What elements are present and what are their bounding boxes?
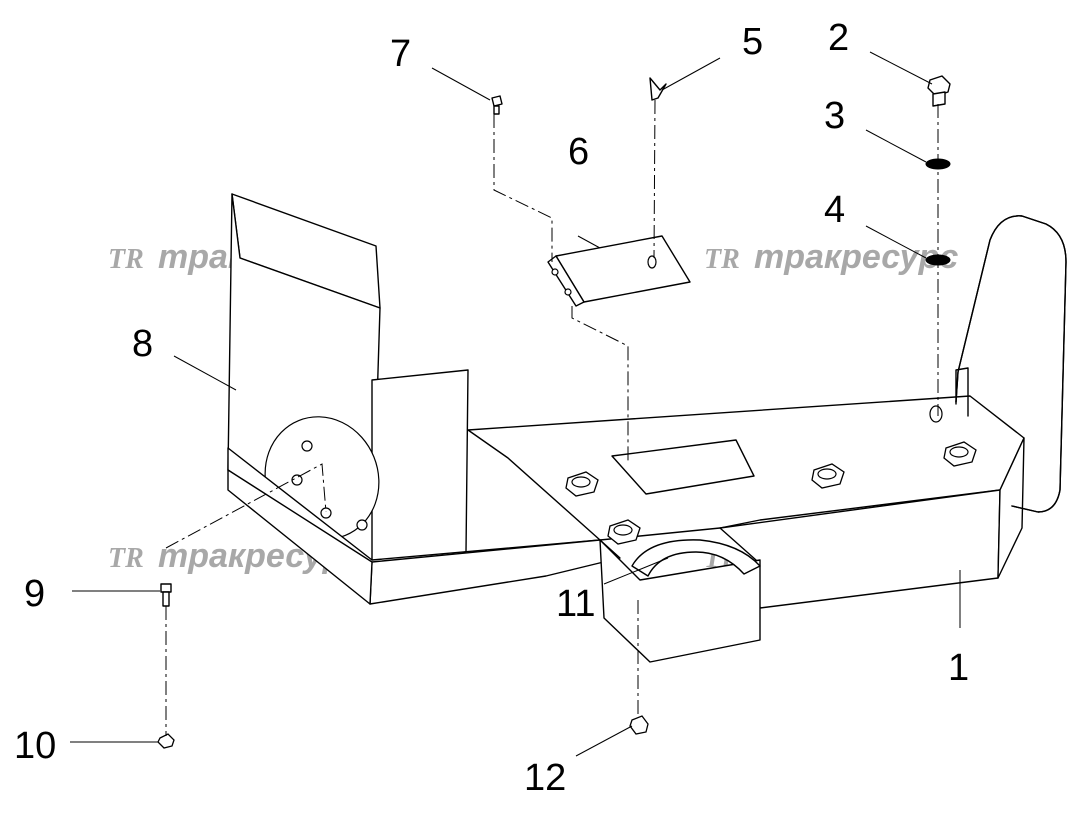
part-7-bolt — [491, 95, 503, 115]
callout-labels: 1 2 3 4 5 6 7 8 9 10 11 12 — [14, 17, 969, 799]
part-10-nut — [157, 733, 175, 749]
part-6-plate — [547, 235, 691, 307]
watermark-logo: TR — [108, 543, 144, 574]
deck-nut — [607, 519, 641, 545]
callout-6: 6 — [568, 131, 589, 173]
callout-8: 8 — [132, 323, 153, 365]
part-12-nut — [629, 715, 649, 735]
callout-12: 12 — [524, 757, 566, 799]
deck-nut — [811, 463, 845, 489]
part-5-wing-screw — [649, 77, 667, 101]
leader-lines — [70, 51, 961, 757]
deck-nut — [565, 471, 599, 497]
part-8-side-plate — [227, 193, 469, 563]
callout-1: 1 — [948, 647, 969, 689]
watermark-logo: TR — [704, 244, 740, 275]
callout-3: 3 — [824, 95, 845, 137]
part-9-bolt — [160, 583, 172, 607]
part-2-bolt — [927, 75, 951, 107]
callout-4: 4 — [824, 189, 845, 231]
watermark-top-right: TR тракресурс — [704, 238, 958, 276]
callout-9: 9 — [24, 573, 45, 615]
callout-7: 7 — [390, 33, 411, 75]
part-1-frame — [227, 215, 1067, 663]
part-11-pad — [631, 539, 761, 577]
callout-5: 5 — [742, 21, 763, 63]
watermark-logo: TR — [108, 244, 144, 275]
assembly-axes — [165, 99, 939, 736]
callout-10: 10 — [14, 725, 56, 767]
callout-2: 2 — [828, 17, 849, 59]
callout-11: 11 — [556, 583, 595, 625]
deck-nut — [943, 441, 977, 467]
